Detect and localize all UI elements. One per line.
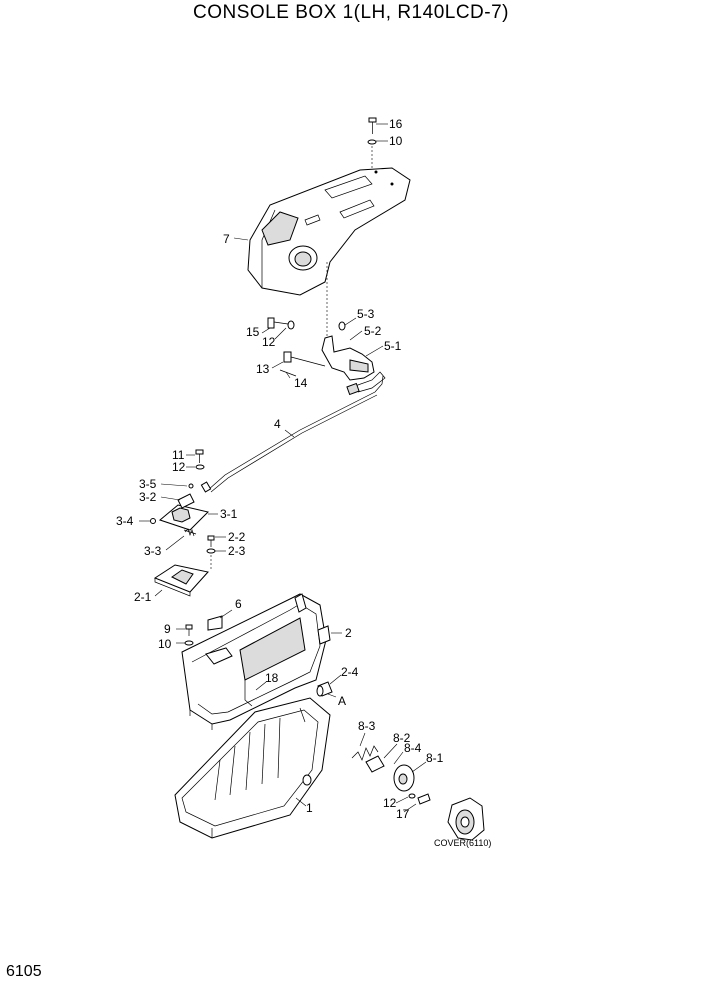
- bolt-15-part: [267, 317, 295, 330]
- callout-2-1: 2-1: [134, 590, 152, 604]
- callout-3-1: 3-1: [220, 507, 238, 521]
- callout-5-1: 5-1: [384, 339, 402, 353]
- callout-10-lower: 10: [158, 637, 172, 651]
- callout-A: A: [338, 694, 346, 708]
- callout-3-4: 3-4: [116, 514, 134, 528]
- callout-5-3: 5-3: [357, 307, 375, 321]
- lever-bracket-part: [321, 262, 386, 396]
- callout-10-top: 10: [389, 134, 403, 148]
- callout-3-3: 3-3: [144, 544, 162, 558]
- bolt-9-part: [184, 624, 194, 646]
- callout-1: 1: [306, 801, 313, 815]
- callout-7: 7: [223, 232, 230, 246]
- callout-2: 2: [345, 626, 352, 640]
- page-number: 6105: [6, 963, 42, 980]
- bolt-11-part: [195, 449, 205, 470]
- cover-reference: COVER(6110): [434, 838, 491, 848]
- callout-2-4: 2-4: [341, 665, 359, 679]
- bushing-2-4-part: [316, 681, 333, 697]
- callout-12-mid: 12: [172, 460, 186, 474]
- knob-assembly-part: [351, 745, 485, 841]
- callout-12-lower: 12: [383, 796, 397, 810]
- callout-8-2: 8-2: [393, 731, 411, 745]
- callout-2-2: 2-2: [228, 530, 246, 544]
- callout-11: 11: [172, 448, 185, 462]
- callout-4: 4: [274, 417, 281, 431]
- callout-8-1: 8-1: [426, 751, 444, 765]
- callout-17: 17: [396, 807, 410, 821]
- callout-6: 6: [235, 597, 242, 611]
- callout-2-3: 2-3: [228, 544, 246, 558]
- callout-15: 15: [246, 325, 260, 339]
- page-title: CONSOLE BOX 1(LH, R140LCD-7): [193, 2, 509, 23]
- callout-3-5: 3-5: [139, 477, 157, 491]
- bolt-13-part: [279, 351, 326, 377]
- callout-3-2: 3-2: [139, 490, 157, 504]
- callout-8-4: 8-4: [404, 741, 422, 755]
- callout-13: 13: [256, 362, 270, 376]
- console-frame-part: [181, 593, 331, 730]
- screw-16-part: [367, 117, 377, 168]
- callout-12-upper: 12: [262, 335, 276, 349]
- callout-14: 14: [294, 376, 308, 390]
- lower-cover-part: [174, 697, 331, 839]
- plate-2-1-part: [153, 535, 216, 597]
- control-cable-part: [200, 375, 384, 493]
- callout-16: 16: [389, 117, 403, 131]
- callout-9: 9: [164, 622, 171, 636]
- callout-18: 18: [265, 671, 279, 685]
- bracket-3-part: [150, 483, 209, 537]
- callout-5-2: 5-2: [364, 324, 382, 338]
- console-cover-part: [247, 167, 411, 296]
- callout-8-3: 8-3: [358, 719, 376, 733]
